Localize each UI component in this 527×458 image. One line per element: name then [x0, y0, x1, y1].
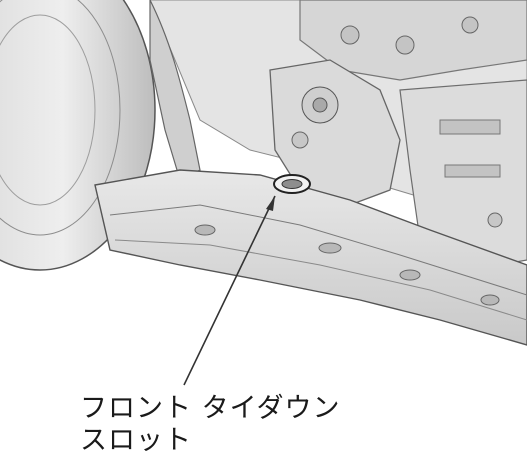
callout-arrowhead: [266, 196, 275, 211]
callout-label-line-1: フロント タイダウン: [80, 393, 341, 424]
frame-rib: [444, 164, 501, 178]
suspension-bracket: [269, 59, 401, 206]
bushing-center: [312, 97, 328, 113]
sill-edge-line: [114, 239, 527, 321]
frame-rib: [439, 119, 501, 135]
callout-label-line-2: スロット: [80, 425, 192, 456]
bolt-head: [395, 35, 415, 55]
sill-hole: [480, 294, 500, 306]
tie-down-slot-opening: [281, 179, 303, 189]
sill-edge-line: [109, 204, 527, 296]
bolt-head: [461, 16, 479, 34]
sill-hole: [399, 269, 421, 281]
tire-sidewall: [0, 0, 121, 236]
bolt-head: [291, 131, 309, 149]
sill-hole: [318, 242, 342, 254]
tire-sidewall: [0, 14, 96, 206]
bolt-head: [487, 212, 503, 228]
side-sill: [94, 169, 527, 346]
callout-leader-line: [183, 195, 276, 386]
bolt-head: [340, 25, 360, 45]
sill-hole: [194, 224, 216, 236]
